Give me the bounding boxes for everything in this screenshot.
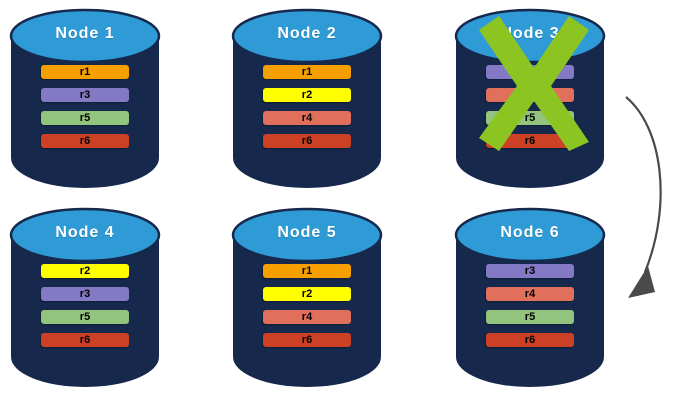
cylinder-top-ellipse bbox=[454, 207, 606, 263]
cylinder-top-ellipse bbox=[9, 207, 161, 263]
database-node-5[interactable]: Node 5 r1 r2 r4 r6 bbox=[231, 207, 383, 389]
replica-bar[interactable]: r6 bbox=[41, 333, 129, 347]
replica-bar[interactable]: r2 bbox=[263, 287, 351, 301]
cylinder-top-ellipse bbox=[231, 8, 383, 64]
replica-list: r1 r2 r4 r6 bbox=[263, 264, 351, 356]
database-node-4[interactable]: Node 4 r2 r3 r5 r6 bbox=[9, 207, 161, 389]
replica-bar[interactable]: r6 bbox=[486, 333, 574, 347]
replica-bar[interactable]: r4 bbox=[486, 287, 574, 301]
node-title: Node 1 bbox=[55, 25, 115, 42]
node-title: Node 2 bbox=[277, 25, 337, 42]
replica-bar[interactable]: r2 bbox=[263, 88, 351, 102]
replica-bar[interactable]: r1 bbox=[263, 65, 351, 79]
replica-bar[interactable]: r3 bbox=[41, 287, 129, 301]
node-title: Node 5 bbox=[277, 224, 337, 241]
database-node-1[interactable]: Node 1 r1 r3 r5 r6 bbox=[9, 8, 161, 190]
replica-bar[interactable]: r5 bbox=[41, 111, 129, 125]
node-title: Node 3 bbox=[500, 25, 560, 42]
replica-bar[interactable]: r6 bbox=[263, 134, 351, 148]
cylinder-top-ellipse bbox=[231, 207, 383, 263]
database-node-6[interactable]: Node 6 r3 r4 r5 r6 bbox=[454, 207, 606, 389]
replica-bar[interactable]: r4 bbox=[486, 88, 574, 102]
replica-bar[interactable]: r4 bbox=[263, 310, 351, 324]
replica-bar[interactable]: r3 bbox=[41, 88, 129, 102]
node-title: Node 6 bbox=[500, 224, 560, 241]
replica-bar[interactable]: r1 bbox=[41, 65, 129, 79]
replica-list: r2 r3 r5 r6 bbox=[41, 264, 129, 356]
replica-list: r1 r3 r5 r6 bbox=[41, 65, 129, 157]
replica-bar[interactable]: r6 bbox=[41, 134, 129, 148]
database-node-2[interactable]: Node 2 r1 r2 r4 r6 bbox=[231, 8, 383, 190]
replica-list: r1 r2 r4 r6 bbox=[263, 65, 351, 157]
replica-list: r3 r4 r5 r6 bbox=[486, 65, 574, 157]
replica-bar[interactable]: r1 bbox=[263, 264, 351, 278]
replica-bar[interactable]: r6 bbox=[263, 333, 351, 347]
replica-bar[interactable]: r3 bbox=[486, 65, 574, 79]
replica-list: r3 r4 r5 r6 bbox=[486, 264, 574, 356]
replica-bar[interactable]: r5 bbox=[41, 310, 129, 324]
cylinder-top-ellipse bbox=[9, 8, 161, 64]
replica-bar[interactable]: r3 bbox=[486, 264, 574, 278]
replica-bar[interactable]: r5 bbox=[486, 310, 574, 324]
node-title: Node 4 bbox=[55, 224, 115, 241]
replica-bar[interactable]: r5 bbox=[486, 111, 574, 125]
replica-bar[interactable]: r4 bbox=[263, 111, 351, 125]
replica-bar[interactable]: r6 bbox=[486, 134, 574, 148]
database-node-3[interactable]: Node 3 r3 r4 r5 r6 bbox=[454, 8, 606, 190]
replica-bar[interactable]: r2 bbox=[41, 264, 129, 278]
